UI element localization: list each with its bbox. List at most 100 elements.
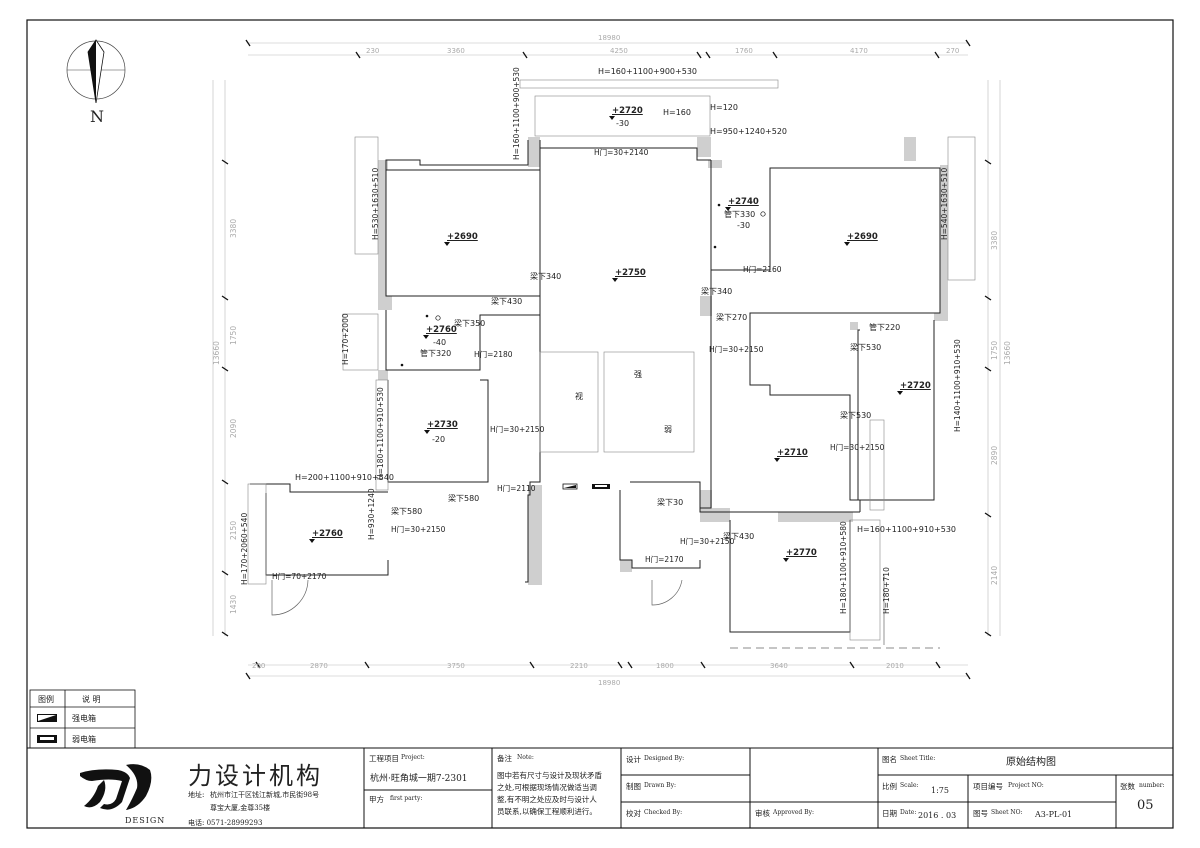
weak-box-icon [37, 735, 57, 743]
window-height-label: H=160+1100+900+530 [512, 67, 521, 160]
windows [247, 79, 976, 641]
dim-top-seg: 1760 [735, 47, 753, 55]
dim-top-seg: 3360 [447, 47, 465, 55]
beam-label: 梁下340 [701, 287, 733, 296]
address-label: 地址: [188, 791, 205, 799]
window-height-label: H=170+2000 [341, 313, 350, 365]
dim-bottom-seg: 2010 [886, 662, 904, 670]
window-height-label: H=950+1240+520 [710, 127, 788, 136]
room-elevation-sub: -20 [432, 435, 446, 444]
beam-label: 梁下530 [840, 411, 872, 420]
room-elevation: +2750 [612, 268, 646, 282]
sheet-title-label: 图名 [882, 755, 897, 764]
door-height-label: H门=2160 [743, 265, 782, 274]
door-height-label: H门=30+2150 [391, 525, 446, 534]
date-label: 日期 [882, 809, 897, 818]
room-elevation: +2690 [844, 232, 878, 246]
dim-top-seg: 4170 [850, 47, 868, 55]
sheet-count: 05 [1137, 798, 1154, 813]
wall-outlines [250, 140, 941, 633]
dim-right-seg: 3380 [990, 230, 999, 250]
dim-top-seg: 230 [366, 47, 380, 55]
scale-label-en: Scale: [900, 782, 919, 789]
pipe-label: 管下320 [420, 349, 452, 358]
window-height-label: H=540+1630+510 [940, 167, 949, 240]
dim-bottom-seg: 2210 [570, 662, 588, 670]
project-no-label-en: Project NO: [1008, 782, 1044, 789]
beam-label: 梁下270 [716, 313, 748, 322]
approved-label: 审核 [755, 809, 770, 818]
logo-sub: DESIGN [125, 816, 166, 825]
room-elevation: +2760 [309, 529, 343, 543]
strong-label: 强 [634, 370, 642, 379]
phone: 电话: 0571-28999293 [188, 819, 263, 827]
notes-line: 之处,可根据现场情况做适当调 [497, 783, 597, 792]
window-height-label: H=180+710 [882, 567, 891, 614]
dim-bottom-seg: 3640 [770, 662, 788, 670]
company-logo [80, 764, 152, 810]
room-elevation: +2720 [897, 381, 931, 395]
project-label: 工程项目 [369, 754, 399, 763]
dim-left-seg: 1750 [229, 325, 238, 345]
door-height-label: H门=70+2170 [272, 572, 327, 581]
checked-label: 校对 [626, 809, 641, 818]
legend-strong-box: 强电箱 [72, 714, 96, 723]
window-height-label: H=140+1100+910+530 [953, 339, 962, 432]
window-height-label: H=160+1100+910+530 [857, 525, 956, 534]
room-elevation-sub: -30 [737, 221, 751, 230]
dimension-ticks [221, 39, 992, 680]
dim-bottom-seg: 200 [252, 662, 266, 670]
room-elevation-sub: -30 [616, 119, 630, 128]
north-label: N [90, 107, 104, 126]
window-height-label: H=530+1630+510 [371, 167, 380, 240]
dim-top-seg: 270 [946, 47, 960, 55]
dim-left-seg: 2090 [229, 418, 238, 438]
dim-bottom-seg: 1800 [656, 662, 674, 670]
north-compass-icon [66, 39, 126, 104]
legend-table [29, 689, 136, 749]
sheet-count-label: 张数 [1120, 782, 1135, 791]
design-label-en: Designed By: [644, 755, 685, 762]
weak-label: 弱 [664, 425, 672, 434]
dim-bottom-total: 18980 [598, 679, 621, 687]
dim-top-seg: 4250 [610, 47, 628, 55]
address-line-1: 杭州市江干区钱江新城,市民街98号 [210, 791, 320, 799]
beam-label: 梁下530 [850, 343, 882, 352]
notes-line: 图中若有尺寸与设计及现状矛盾 [497, 771, 602, 780]
tv-label: 视 [575, 392, 583, 401]
client-label-en: first party: [390, 795, 423, 802]
design-label: 设计 [626, 755, 641, 764]
room-elevation: +2720 [609, 106, 643, 120]
window-height-label: H=160+1100+900+530 [598, 67, 697, 76]
beam-label: 梁下580 [448, 494, 480, 503]
room-elevation: +2690 [444, 232, 478, 246]
sheet-title: 原始结构图 [1006, 757, 1056, 768]
title-block-grid [27, 747, 1173, 828]
pipe-label: 管下330 [724, 210, 756, 219]
height-label: H=930+1240 [367, 488, 376, 540]
dim-right-seg: 2140 [990, 565, 999, 585]
legend-desc-title: 说 明 [82, 695, 101, 704]
notes-line: 整,有不明之处应及时与设计人 [497, 795, 597, 804]
beam-label: 梁下430 [723, 532, 755, 541]
door-height-label: H门=30+2140 [594, 148, 649, 157]
dim-right-seg: 2890 [990, 445, 999, 465]
room-elevation-sub: -40 [433, 338, 447, 347]
pipe-label: 管下220 [869, 323, 901, 332]
window-height-label: H=200+1100+910+540 [295, 473, 394, 482]
room-elevation: +2710 [774, 448, 808, 462]
beam-label: 梁下340 [530, 272, 562, 281]
window-height-label: H=180+1100+910+530 [376, 387, 385, 480]
sheet-title-label-en: Sheet Title: [900, 755, 936, 762]
dimension-lines [212, 42, 1001, 677]
room-elevation: +2730 [424, 420, 458, 434]
strong-box-icon [37, 714, 57, 722]
doors [271, 575, 940, 649]
door-height-label: H门=2110 [497, 484, 536, 493]
project-value: 杭州·旺角城一期7-2301 [370, 774, 468, 784]
door-height-label: H门=2170 [645, 555, 684, 564]
legend-weak-box: 弱电箱 [72, 735, 96, 744]
notes-label: 备注 [497, 754, 512, 763]
window-height-label: H=180+1100+910+580 [839, 521, 848, 614]
notes-label-en: Note: [517, 754, 534, 761]
